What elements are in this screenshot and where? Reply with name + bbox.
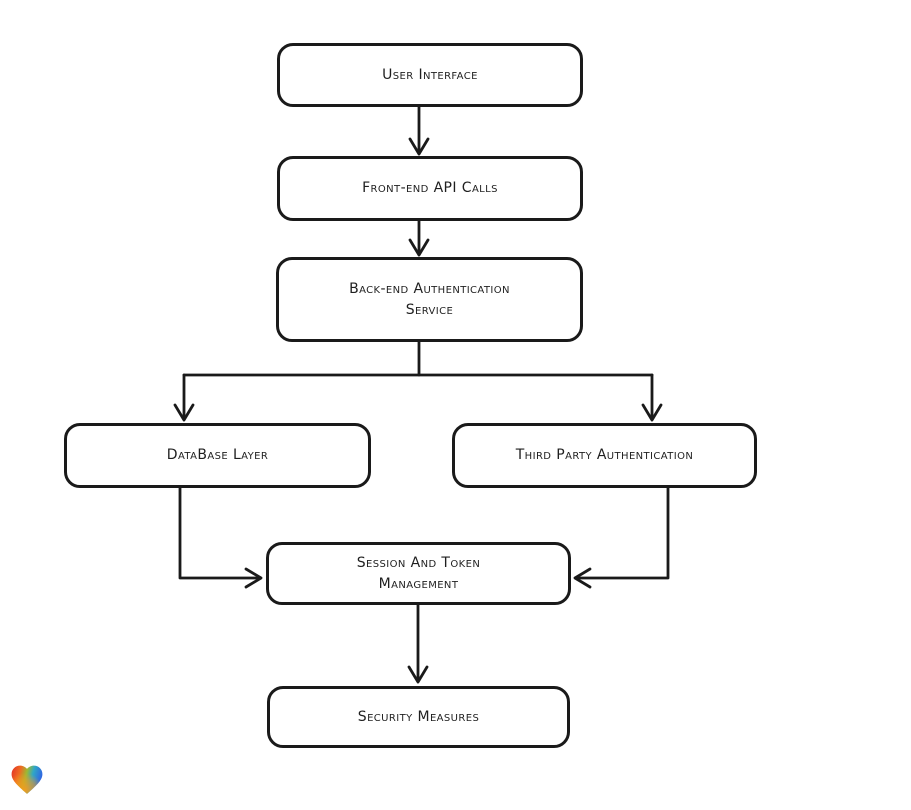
- node-front-end-api-calls: Front-end API Calls: [277, 156, 583, 221]
- arrowhead-left-icon: [573, 567, 592, 589]
- node-label: DataBase Layer: [166, 447, 269, 463]
- node-session-and-token-management: Session And Token Management: [266, 542, 571, 605]
- gradient-heart-icon[interactable]: [8, 761, 46, 798]
- arrowhead-right-icon: [244, 567, 263, 589]
- node-database-layer: DataBase Layer: [64, 423, 371, 488]
- node-third-party-authentication: Third Party Authentication: [452, 423, 757, 488]
- node-label: Front-end API Calls: [362, 180, 498, 196]
- node-label: Session And Token Management: [356, 554, 481, 592]
- node-label: Third Party Authentication: [515, 447, 694, 463]
- arrowhead-down-icon: [408, 238, 430, 257]
- arrowhead-down-icon: [408, 137, 430, 156]
- node-label: User Interface: [382, 66, 478, 83]
- node-user-interface: User Interface: [277, 43, 583, 107]
- edge-database-to-session: [178, 486, 261, 580]
- node-security-measures: Security Measures: [267, 686, 570, 748]
- edge-thirdparty-to-session: [575, 486, 670, 580]
- node-label: Security Measures: [357, 708, 480, 725]
- arrowhead-down-icon: [641, 403, 663, 422]
- node-back-end-authentication-service: Back-end Authentication Service: [276, 257, 583, 342]
- arrowhead-down-icon: [407, 665, 429, 684]
- arrowhead-down-icon: [173, 403, 195, 422]
- node-label: Back-end Authentication Service: [349, 280, 510, 318]
